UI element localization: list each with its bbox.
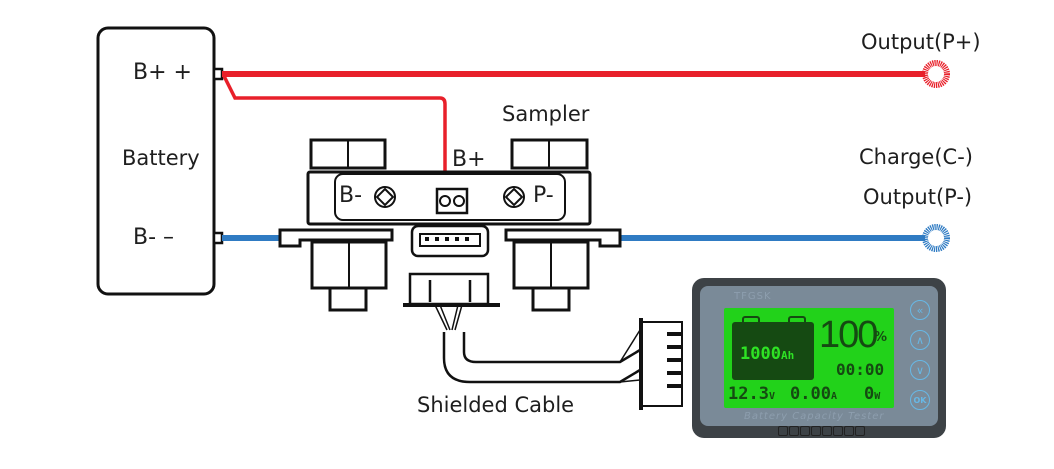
right-lug bbox=[504, 228, 622, 248]
sampler-pminus-label: P- bbox=[533, 183, 554, 208]
charge-negative-label: Charge(C-) bbox=[859, 145, 973, 169]
port-pin bbox=[833, 426, 843, 436]
current-readout: 0.00A bbox=[790, 384, 837, 404]
port-pin bbox=[855, 426, 865, 436]
voltage-readout: 12.3V bbox=[728, 384, 775, 404]
battery-body bbox=[96, 26, 216, 296]
sampler-title: Sampler bbox=[502, 102, 590, 126]
battery-neg-terminal-tab bbox=[212, 231, 224, 245]
port-pin bbox=[822, 426, 832, 436]
battery-neg-label: B- – bbox=[133, 225, 175, 250]
battery-cap-left bbox=[742, 316, 760, 324]
back-button[interactable]: « bbox=[910, 300, 930, 320]
battery-icon: 1000Ah bbox=[732, 322, 814, 380]
cable-plug bbox=[408, 272, 490, 306]
meter-brand: TFGSK bbox=[734, 291, 772, 302]
output-positive-label: Output(P+) bbox=[861, 30, 981, 54]
meter-subtitle: Battery Capacity Tester bbox=[744, 411, 885, 422]
meter-face: TFGSK 1000Ah 100 % 00:00 12.3V 0.00A 0W … bbox=[700, 286, 938, 426]
power-readout: 0W bbox=[864, 384, 881, 404]
port-pin bbox=[778, 426, 788, 436]
port-pin bbox=[811, 426, 821, 436]
battery-pos-terminal-tab bbox=[212, 67, 224, 81]
port-pin bbox=[800, 426, 810, 436]
positive-sampler-wire bbox=[222, 75, 447, 200]
lcd-screen: 1000Ah 100 % 00:00 12.3V 0.00A 0W bbox=[724, 308, 894, 408]
up-button[interactable]: ∧ bbox=[910, 330, 930, 350]
battery-title: Battery bbox=[122, 146, 200, 170]
sampler-shunt bbox=[278, 138, 622, 312]
output-negative-label: Output(P-) bbox=[863, 185, 973, 209]
down-button[interactable]: ∨ bbox=[910, 360, 930, 380]
shielded-cable-label: Shielded Cable bbox=[417, 393, 575, 417]
sampler-bplus-label: B+ bbox=[452, 147, 486, 172]
sampler-bminus-label: B- bbox=[339, 183, 363, 208]
output-negative-ring bbox=[922, 224, 950, 252]
output-positive-ring bbox=[922, 60, 950, 88]
meter-port-strip bbox=[778, 426, 865, 436]
port-pin bbox=[789, 426, 799, 436]
ok-button[interactable]: OK bbox=[910, 390, 930, 410]
capacity-meter: TFGSK 1000Ah 100 % 00:00 12.3V 0.00A 0W … bbox=[692, 278, 946, 438]
time-readout: 00:00 bbox=[836, 360, 885, 379]
port-pin bbox=[844, 426, 854, 436]
left-lug bbox=[278, 228, 394, 248]
socket-pins bbox=[425, 237, 469, 241]
shielded-cable bbox=[434, 304, 683, 410]
percent-readout: 100 bbox=[819, 314, 878, 356]
capacity-readout: 1000Ah bbox=[740, 344, 795, 364]
battery-cap-right bbox=[788, 316, 806, 324]
percent-unit: % bbox=[874, 330, 888, 345]
battery-pos-label: B+ + bbox=[133, 60, 192, 85]
